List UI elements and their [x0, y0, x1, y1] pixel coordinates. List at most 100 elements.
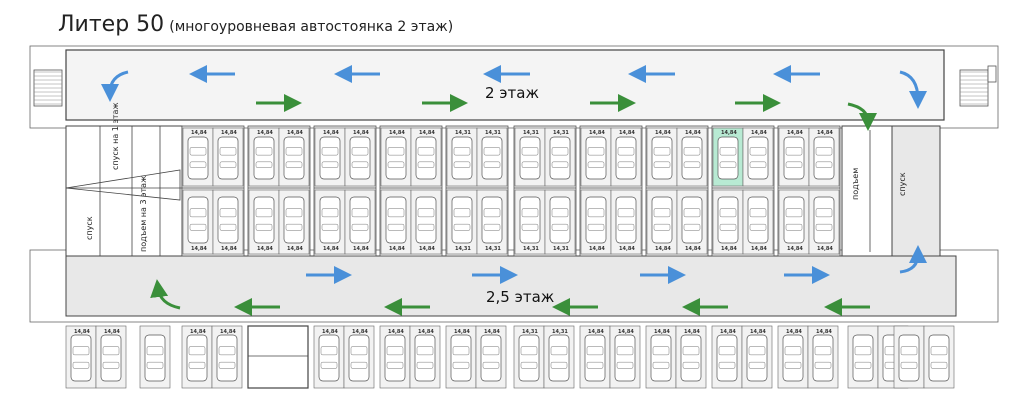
car-icon: [549, 196, 571, 244]
space-area-label: 14,84: [190, 329, 206, 335]
car-icon: [518, 334, 540, 382]
space-area-label: 14,84: [287, 246, 303, 252]
car-icon: [186, 334, 208, 382]
space-area-label: 14,84: [221, 130, 237, 136]
turn-arrow: [150, 279, 181, 310]
space-area-label: 14,31: [523, 130, 539, 136]
car-icon: [283, 136, 305, 180]
car-icon: [852, 334, 874, 382]
space-group: 14,84 14,84: [579, 325, 641, 389]
space-area-label: 14,84: [654, 329, 670, 335]
space-area-label: 14,84: [588, 329, 604, 335]
car-icon: [415, 136, 437, 180]
space-area-label: 14,84: [589, 130, 605, 136]
car-icon: [650, 334, 672, 382]
car-icon: [100, 334, 122, 382]
car-icon: [450, 334, 472, 382]
car-icon: [349, 196, 371, 244]
space-area-label: 14,84: [655, 130, 671, 136]
car-icon: [549, 136, 571, 180]
car-icon: [385, 196, 407, 244]
space-area-label: 14,84: [388, 329, 404, 335]
car-icon: [187, 136, 209, 180]
car-icon: [253, 196, 275, 244]
space-area-label: 14,84: [684, 329, 700, 335]
turn-arrow: [847, 102, 877, 131]
space-area-label: 14,84: [685, 246, 701, 252]
floor-label-2-5: 2,5 этаж: [486, 288, 554, 306]
car-icon: [898, 334, 920, 382]
label-down-left: спуск: [85, 216, 94, 240]
space-area-label: 14,31: [552, 329, 568, 335]
turn-arrow: [899, 70, 927, 109]
car-icon: [349, 136, 371, 180]
plan-title: Литер 50 (многоуровневая автостоянка 2 э…: [58, 12, 453, 37]
car-icon: [519, 136, 541, 180]
space-area-label: 14,84: [389, 130, 405, 136]
car-icon: [747, 136, 769, 180]
car-icon: [318, 334, 340, 382]
space-area-label: 14,84: [287, 130, 303, 136]
car-icon: [384, 334, 406, 382]
space-area-label: 14,84: [751, 246, 767, 252]
car-icon: [783, 136, 805, 180]
car-icon: [928, 334, 950, 382]
space-area-label: 14,31: [485, 246, 501, 252]
car-icon: [480, 334, 502, 382]
space-area-label: 14,84: [454, 329, 470, 335]
space-group: 14,84 14,84: [379, 325, 441, 389]
space-area-label: 14,31: [523, 246, 539, 252]
space-area-label: 14,84: [418, 329, 434, 335]
car-icon: [585, 136, 607, 180]
car-icon: [283, 196, 305, 244]
space-area-label: 14,31: [522, 329, 538, 335]
space-area-label: 14,84: [322, 329, 338, 335]
turn-arrow: [899, 245, 927, 274]
car-icon: [651, 196, 673, 244]
space-area-label: 14,84: [619, 246, 635, 252]
space-area-label: 14,31: [455, 246, 471, 252]
title-sub: (многоуровневая автостоянка 2 этаж): [169, 19, 454, 35]
car-icon: [348, 334, 370, 382]
space-group: [139, 325, 171, 389]
car-icon: [415, 196, 437, 244]
space-area-label: 14,84: [589, 246, 605, 252]
car-icon: [481, 136, 503, 180]
car-icon: [651, 136, 673, 180]
space-area-label: 14,84: [817, 246, 833, 252]
space-group: 14,84 14,84: [313, 325, 375, 389]
car-icon: [747, 196, 769, 244]
title-main: Литер 50: [58, 12, 165, 37]
space-area-label: 14,84: [618, 329, 634, 335]
space-area-label: 14,84: [220, 329, 236, 335]
space-area-label: 14,84: [619, 130, 635, 136]
car-icon: [584, 334, 606, 382]
car-icon: [319, 196, 341, 244]
car-icon: [813, 136, 835, 180]
car-icon: [716, 334, 738, 382]
label-descent-right: спуск: [898, 172, 907, 196]
car-icon: [519, 196, 541, 244]
ramp-left: [65, 125, 183, 257]
label-down-to-1: спуск на 1 этаж: [111, 102, 120, 170]
space-group: 14,84 14,84: [645, 325, 707, 389]
space-area-label: 14,84: [353, 130, 369, 136]
space-area-label: 14,84: [720, 329, 736, 335]
space-area-label: 14,84: [74, 329, 90, 335]
space-area-label: 14,84: [191, 246, 207, 252]
car-icon: [319, 136, 341, 180]
space-area-label: 14,84: [352, 329, 368, 335]
car-icon: [451, 136, 473, 180]
space-area-label: 14,84: [751, 130, 767, 136]
